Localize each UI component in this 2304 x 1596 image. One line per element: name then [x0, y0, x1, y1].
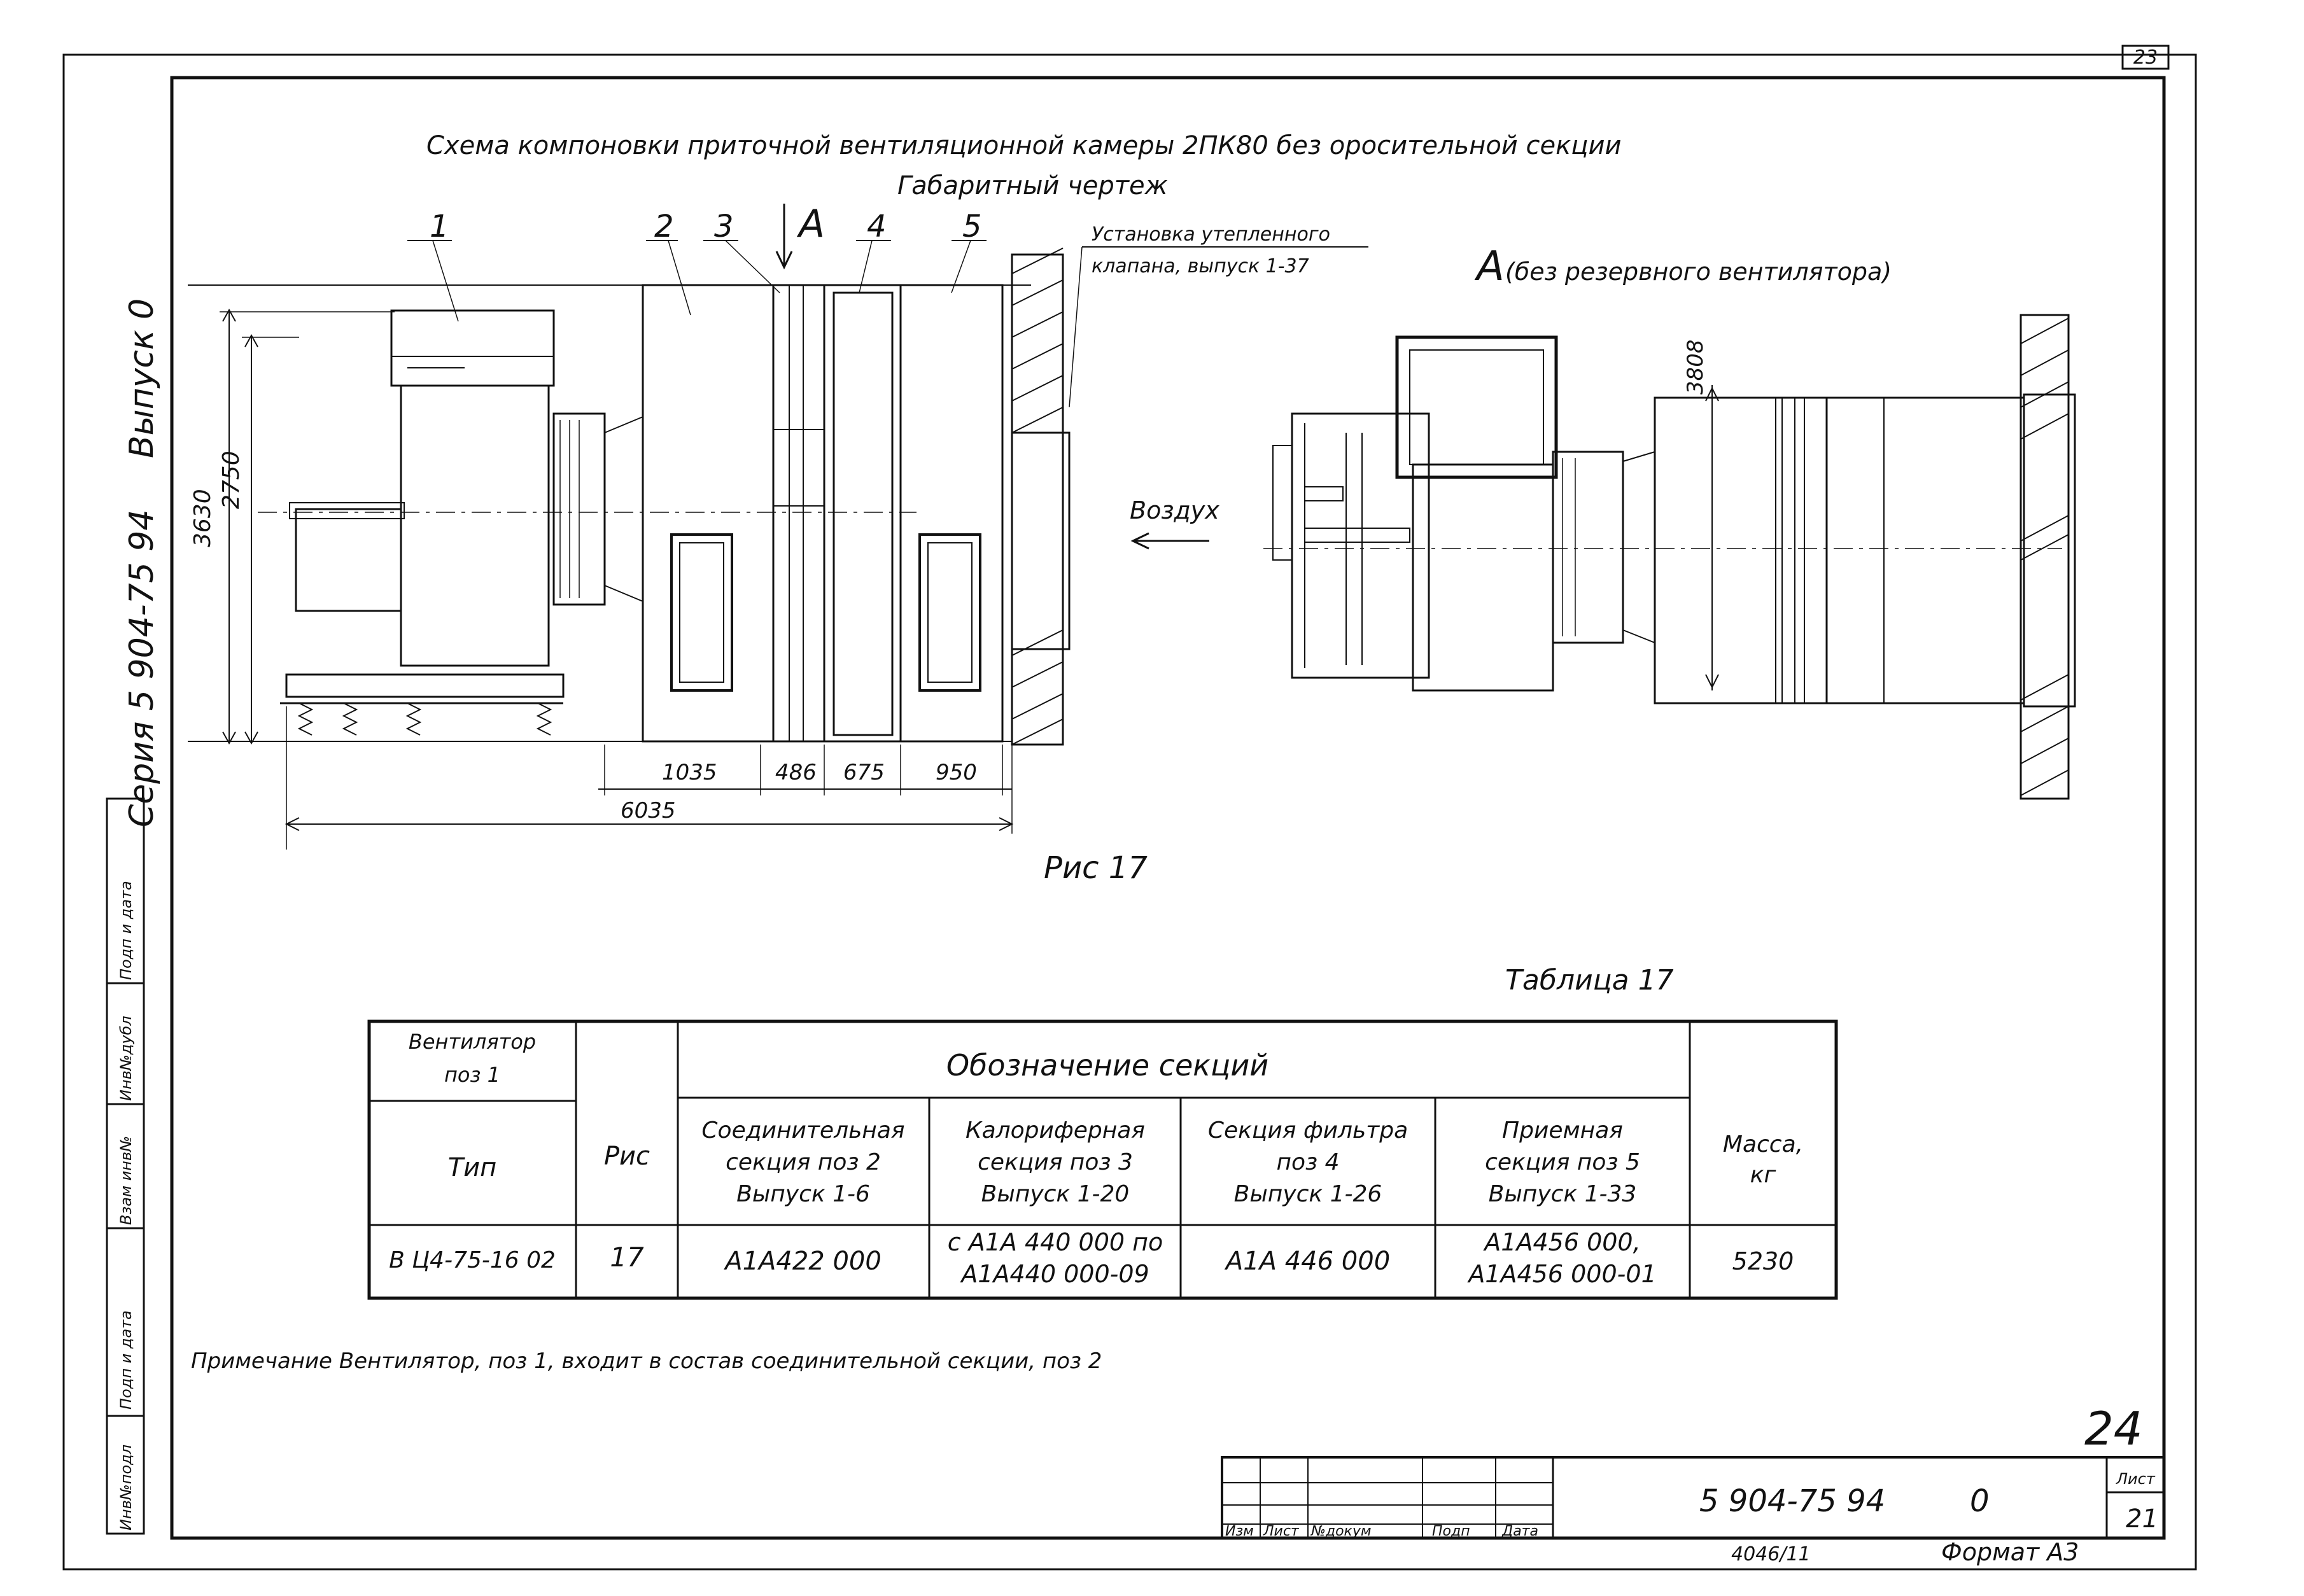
view-a-body	[1654, 396, 2025, 704]
pos-5-label: 5	[962, 209, 982, 244]
tb-col-dokum: №докум	[1310, 1523, 1371, 1539]
th-intake-1: Приемная	[1502, 1117, 1623, 1144]
corner-number: 23	[2133, 46, 2158, 69]
tb-issue: 0	[1970, 1483, 1990, 1519]
tb-col-list: Лист	[1263, 1523, 1300, 1539]
th-mass-1: Масса,	[1723, 1131, 1803, 1158]
outer-frame	[62, 53, 2197, 1571]
dim-950: 950	[936, 760, 977, 785]
filter-section	[823, 284, 902, 743]
th-connecting-1: Соединительная	[701, 1117, 904, 1144]
td-heater-1: с А1А 440 000 по	[948, 1228, 1163, 1256]
table-caption: Таблица 17	[1505, 964, 1674, 997]
td-connecting: А1А422 000	[723, 1247, 882, 1276]
td-filter: А1А 446 000	[1224, 1247, 1390, 1276]
th-connecting-3: Выпуск 1-6	[736, 1181, 870, 1207]
td-intake-2: А1А456 000-01	[1466, 1260, 1656, 1288]
dim-1035: 1035	[662, 760, 717, 785]
tb-col-izm: Изм	[1225, 1523, 1254, 1539]
th-filter-1: Секция фильтра	[1208, 1117, 1408, 1144]
view-a-marker: А	[796, 202, 825, 246]
pos-1-label: 1	[430, 209, 449, 244]
th-heater-3: Выпуск 1-20	[981, 1181, 1130, 1207]
dim-3630: 3630	[190, 489, 216, 547]
stamp-inv-podl: Инв№подл	[117, 1445, 135, 1530]
td-heater-2: А1А440 000-09	[959, 1260, 1149, 1288]
view-a-letter: А	[1474, 243, 1505, 290]
handwritten-number: 24	[2084, 1402, 2143, 1455]
th-fan-type: Тип	[448, 1153, 497, 1182]
th-heater-1: Калориферная	[966, 1117, 1145, 1144]
tb-code: 5 904-75 94	[1699, 1483, 1885, 1519]
valve-note-2: клапана, выпуск 1-37	[1092, 255, 1309, 277]
figure-caption: Рис 17	[1044, 850, 1148, 886]
fan-body	[400, 384, 550, 667]
td-intake-1: А1А456 000,	[1482, 1228, 1640, 1256]
th-fig: Рис	[604, 1142, 650, 1171]
th-mass-2: кг	[1750, 1162, 1777, 1188]
th-fan-group-1: Вентилятор	[409, 1030, 536, 1054]
th-filter-3: Выпуск 1-26	[1234, 1181, 1382, 1207]
td-fig: 17	[610, 1242, 644, 1273]
stamp-vzam-inv: Взам инв№	[117, 1136, 135, 1225]
view-a-dim: 3808	[1683, 339, 1708, 395]
inner-frame	[170, 76, 2166, 1540]
format-prefix: 4046/11	[1731, 1543, 1811, 1565]
th-intake-2: секция поз 5	[1485, 1149, 1640, 1175]
pos-3-label: 3	[714, 209, 734, 244]
table-17	[367, 1019, 1838, 1300]
th-intake-3: Выпуск 1-33	[1489, 1181, 1637, 1207]
tb-sheet-label: Лист	[2116, 1470, 2156, 1488]
dim-6035: 6035	[621, 798, 676, 823]
left-stamp: Инв№подл Подп и дата Взам инв№ Инв№дубл …	[106, 797, 145, 1535]
stamp-podp-data-1: Подп и дата	[117, 1310, 135, 1410]
connecting-section	[642, 284, 775, 743]
stamp-podp-data-2: Подп и дата	[117, 881, 135, 980]
dim-486: 486	[775, 760, 817, 785]
th-heater-2: секция поз 3	[978, 1149, 1133, 1175]
series-label: Серия 5 904-75 94	[123, 510, 161, 827]
issue-label: Выпуск 0	[123, 298, 161, 458]
fan-top-box	[390, 309, 555, 387]
wall-section	[1011, 253, 1064, 746]
note-text: Примечание Вентилятор, поз 1, входит в с…	[191, 1348, 1102, 1374]
format-label: Формат А3	[1941, 1538, 2079, 1566]
tb-col-podp: Подп	[1432, 1523, 1470, 1539]
view-a	[1263, 314, 2076, 800]
dim-2750: 2750	[218, 451, 244, 509]
pos-2-label: 2	[654, 209, 674, 244]
title-block	[1221, 1456, 2165, 1539]
dim-675: 675	[843, 760, 885, 785]
td-fan-type: В Ц4-75-16 02	[389, 1247, 556, 1273]
th-fan-group-2: поз 1	[444, 1063, 500, 1087]
tb-sheet-number: 21	[2126, 1504, 2158, 1534]
air-label: Воздух	[1130, 496, 1219, 524]
pos-4-label: 4	[867, 209, 887, 244]
th-connecting-2: секция поз 2	[726, 1149, 881, 1175]
th-sections-group: Обозначение секций	[946, 1048, 1268, 1082]
th-filter-2: поз 4	[1276, 1149, 1339, 1175]
drawing-title: Схема компоновки приточной вентиляционно…	[426, 131, 1621, 160]
drawing-subtitle: Габаритный чертеж	[897, 171, 1168, 200]
view-a-note: (без резервного вентилятора)	[1505, 258, 1892, 286]
td-mass: 5230	[1732, 1247, 1794, 1275]
valve-note-1: Установка утепленного	[1092, 223, 1330, 246]
tb-col-data: Дата	[1501, 1523, 1538, 1539]
heater-section	[772, 284, 825, 743]
intake-section	[899, 284, 1004, 743]
stamp-inv-dubl: Инв№дубл	[117, 1016, 135, 1101]
side-view	[188, 204, 1368, 850]
corner-number-box	[2121, 45, 2170, 70]
